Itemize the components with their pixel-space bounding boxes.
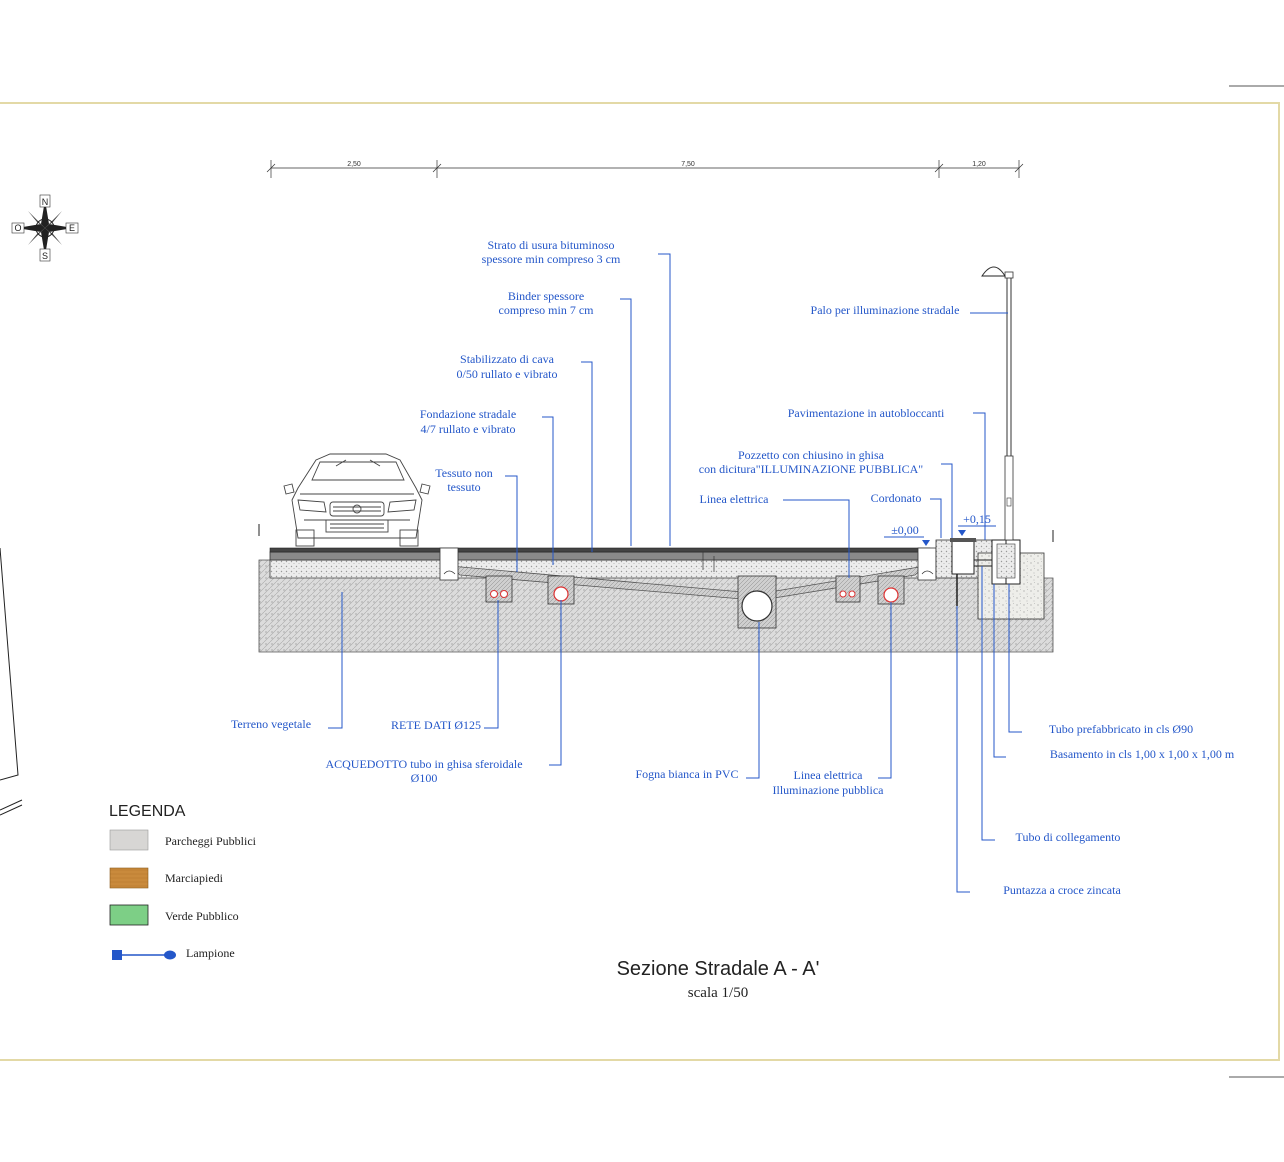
- legend-label-parcheggi: Parcheggi Pubblici: [165, 834, 257, 848]
- drawing-title-block: Sezione Stradale A - A' scala 1/50: [617, 958, 820, 1001]
- inspection-pit: [951, 539, 975, 575]
- label-puntazza: Puntazza a croce zincata: [1003, 883, 1121, 897]
- car-illustration: [283, 453, 431, 547]
- label-fondazione-1: Fondazione stradale: [420, 407, 516, 421]
- legend-title: LEGENDA: [109, 803, 186, 820]
- leader-lines: [328, 253, 1022, 893]
- label-binder-2: compreso min 7 cm: [499, 303, 595, 317]
- label-tubo-collegamento: Tubo di collegamento: [1016, 830, 1121, 844]
- svg-text:+0,15: +0,15: [963, 512, 991, 526]
- label-binder-1: Binder spessore: [508, 289, 584, 303]
- label-acquedotto-1: ACQUEDOTTO tubo in ghisa sferoidale: [325, 757, 522, 771]
- left-curb: [439, 547, 459, 581]
- label-fondazione-2: 4/7 rullato e vibrato: [421, 422, 516, 436]
- compass-n: N: [42, 197, 49, 207]
- label-terreno: Terreno vegetale: [231, 717, 311, 731]
- label-palo: Palo per illuminazione stradale: [811, 303, 960, 317]
- legend-swatch-marciapiedi: [109, 867, 149, 889]
- road-cross-section: ±0,00 +0,15: [258, 266, 1054, 653]
- legend-label-verde: Verde Pubblico: [165, 909, 239, 923]
- label-linea-elettrica: Linea elettrica: [700, 492, 770, 506]
- dimension-label-roadway: 7,50: [681, 161, 695, 168]
- label-tessuto-1: Tessuto non: [435, 466, 493, 480]
- label-strato-usura-1: Strato di usura bituminoso: [488, 238, 615, 252]
- sheet-frame: [0, 85, 1284, 1078]
- label-pavimentazione: Pavimentazione in autobloccanti: [788, 406, 945, 420]
- legend-label-marciapiedi: Marciapiedi: [165, 871, 224, 885]
- lampione-icon: [112, 950, 176, 960]
- legend-swatch-verde: [109, 904, 149, 926]
- level-marker-road: ±0,00: [884, 523, 930, 546]
- level-marker-sidewalk: +0,15: [958, 512, 996, 536]
- label-basamento: Basamento in cls 1,00 x 1,00 x 1,00 m: [1050, 747, 1235, 761]
- label-stabilizzato-1: Stabilizzato di cava: [460, 352, 555, 366]
- label-strato-usura-2: spessore min compreso 3 cm: [482, 252, 621, 266]
- label-acquedotto-2: Ø100: [411, 771, 438, 785]
- compass-o: O: [14, 223, 21, 233]
- dimension-label-parking: 2,50: [347, 161, 361, 168]
- label-tessuto-2: tessuto: [447, 480, 480, 494]
- label-stabilizzato-2: 0/50 rullato e vibrato: [457, 367, 558, 381]
- electric-line-duct: [835, 575, 861, 603]
- compass-s: S: [42, 251, 48, 261]
- label-rete-dati: RETE DATI Ø125: [391, 718, 481, 732]
- dimension-chain: 2,50 7,50 1,20: [266, 160, 1024, 178]
- drawing-scale: scala 1/50: [688, 985, 748, 1001]
- compass-rose-icon: N S O E: [11, 194, 79, 262]
- label-linea-illum-1: Linea elettrica: [794, 768, 864, 782]
- label-fogna: Fogna bianca in PVC: [636, 767, 739, 781]
- legend: LEGENDA Parcheggi Pubblici Marciapiedi V…: [109, 803, 257, 960]
- label-cordonato: Cordonato: [871, 491, 922, 505]
- drawing-title: Sezione Stradale A - A': [617, 958, 820, 980]
- right-curb: [917, 547, 937, 581]
- label-tubo-prefabbricato: Tubo prefabbricato in cls Ø90: [1049, 722, 1193, 736]
- wearing-course-layer: [269, 547, 931, 553]
- label-linea-illum-2: Illuminazione pubblica: [773, 783, 885, 797]
- street-light-pole: [981, 266, 1014, 541]
- binder-layer: [269, 551, 931, 561]
- data-network-duct: [485, 575, 513, 603]
- dimension-label-sidewalk: 1,20: [972, 161, 986, 168]
- foundation-layer: [269, 559, 931, 579]
- label-pozzetto-1: Pozzetto con chiusino in ghisa: [738, 448, 885, 462]
- compass-e: E: [69, 223, 75, 233]
- annotations: Strato di usura bituminoso spessore min …: [231, 238, 1235, 897]
- svg-text:±0,00: ±0,00: [891, 523, 919, 537]
- legend-swatch-parcheggi: [109, 829, 149, 851]
- label-pozzetto-2: con dicitura"ILLUMINAZIONE PUBBLICA": [699, 462, 924, 476]
- legend-label-lampione: Lampione: [186, 946, 235, 960]
